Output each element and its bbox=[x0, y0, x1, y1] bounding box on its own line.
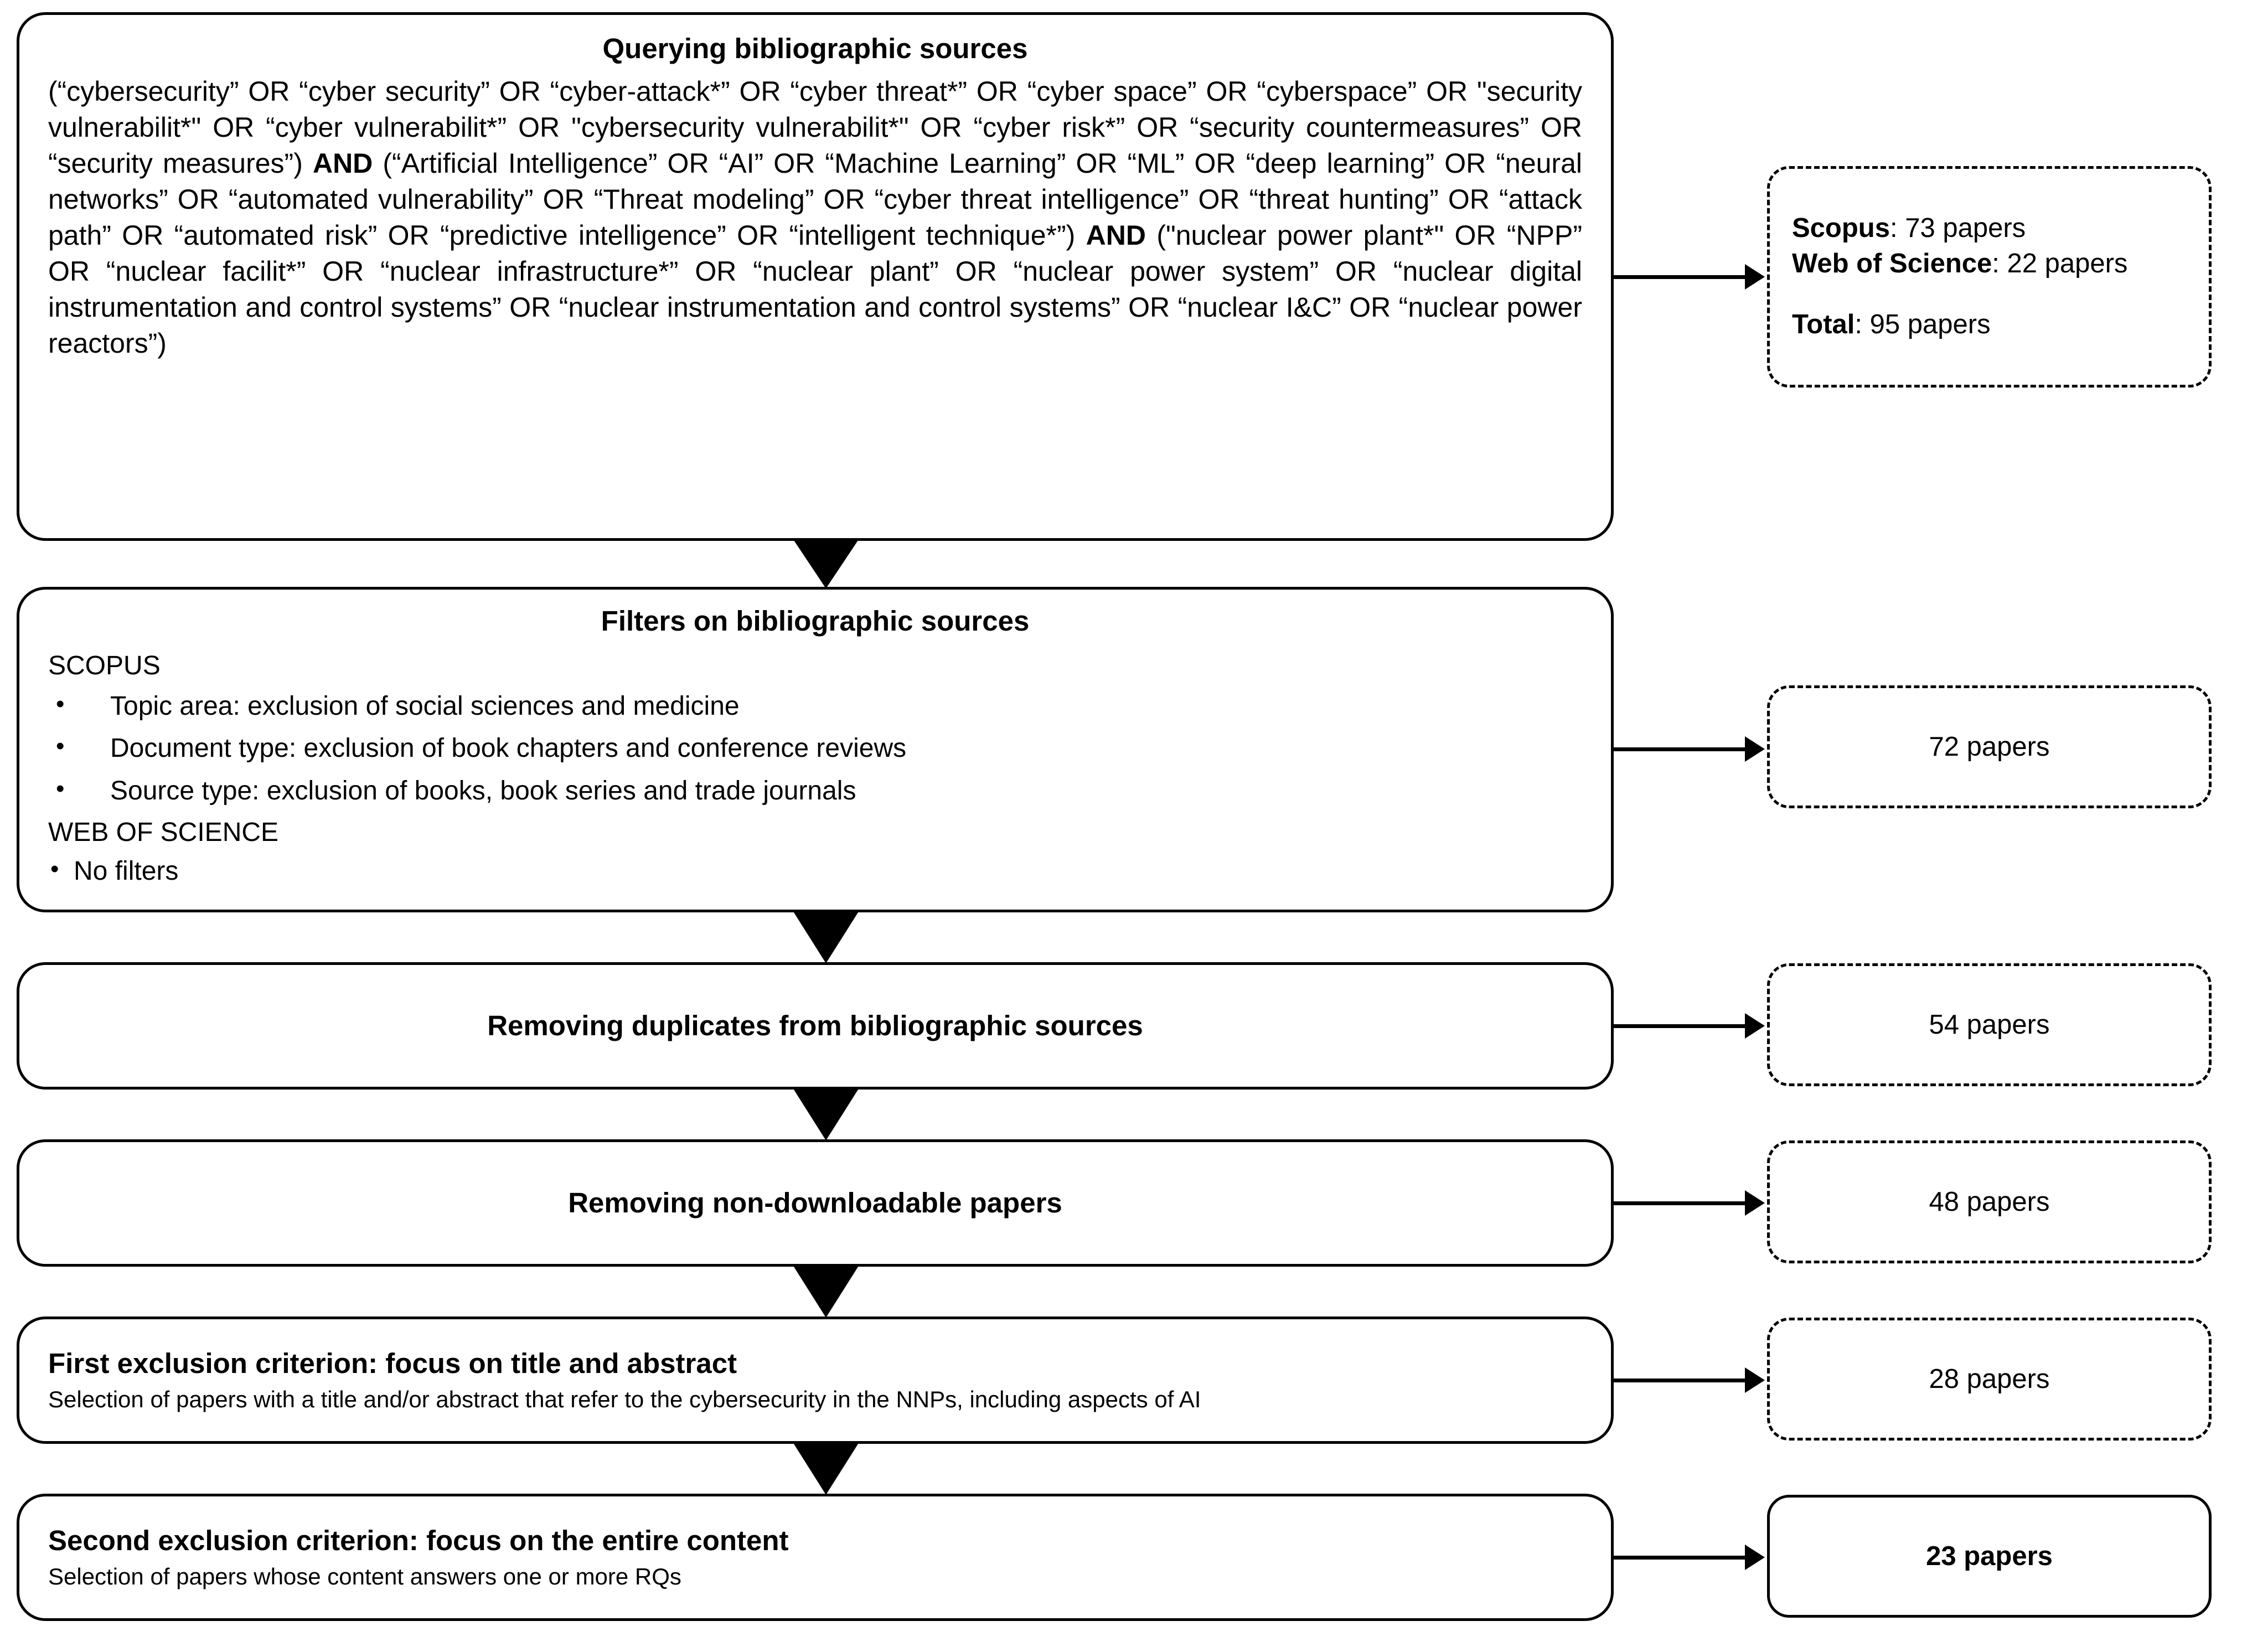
arrow-line-non-downloadable-result bbox=[1614, 1201, 1747, 1205]
result-count-duplicates: 54 papers bbox=[1929, 1009, 2050, 1040]
result-box-duplicates: 54 papers bbox=[1767, 963, 2212, 1086]
process-box-query: Querying bibliographic sources (“cyberse… bbox=[17, 12, 1614, 541]
process-title-duplicates: Removing duplicates from bibliographic s… bbox=[487, 1009, 1143, 1041]
query-part-1: (“cybersecurity” OR “cyber security” OR … bbox=[48, 76, 1582, 179]
process-box-first-exclusion: First exclusion criterion: focus on titl… bbox=[17, 1317, 1614, 1444]
process-box-filters: Filters on bibliographic sources SCOPUS … bbox=[17, 587, 1614, 912]
query-part-3: ("nuclear power plant*" OR “NPP” OR “nuc… bbox=[48, 220, 1582, 359]
list-item: Source type: exclusion of books, book se… bbox=[48, 773, 1582, 808]
result-box-non-downloadable: 48 papers bbox=[1767, 1140, 2212, 1263]
result-line-web-of-science: Web of Science: 22 papers bbox=[1792, 246, 2127, 282]
result-count-filters: 72 papers bbox=[1929, 731, 2050, 762]
connector-query-to-filters bbox=[793, 539, 859, 588]
scopus-filter-list: Topic area: exclusion of social sciences… bbox=[48, 688, 1582, 808]
query-operator-and-2: AND bbox=[1086, 220, 1146, 251]
list-item: No filters bbox=[48, 853, 1582, 889]
result-count-first-exclusion: 28 papers bbox=[1929, 1364, 2050, 1394]
result-box-query: Scopus: 73 papers Web of Science: 22 pap… bbox=[1767, 166, 2212, 388]
arrow-line-filters-result bbox=[1614, 747, 1747, 751]
process-title-second-exclusion: Second exclusion criterion: focus on the… bbox=[48, 1524, 789, 1556]
wos-filter-list: No filters bbox=[48, 853, 1582, 889]
connector-first-exclusion-to-second-exclusion bbox=[793, 1442, 859, 1495]
connector-non-downloadable-to-first-exclusion bbox=[793, 1265, 859, 1318]
result-label-scopus: Scopus bbox=[1792, 213, 1890, 244]
list-item: Topic area: exclusion of social sciences… bbox=[48, 688, 1582, 724]
result-line-scopus: Scopus: 73 papers bbox=[1792, 211, 2026, 246]
result-value-total: : 95 papers bbox=[1855, 309, 1991, 339]
wos-heading: WEB OF SCIENCE bbox=[48, 817, 279, 847]
arrow-head-non-downloadable-result bbox=[1745, 1190, 1765, 1216]
list-item: Document type: exclusion of book chapter… bbox=[48, 730, 1582, 766]
process-title-query: Querying bibliographic sources bbox=[602, 33, 1028, 64]
process-title-first-exclusion: First exclusion criterion: focus on titl… bbox=[48, 1347, 737, 1379]
arrow-head-query-result bbox=[1745, 264, 1765, 290]
process-title-filters: Filters on bibliographic sources bbox=[601, 605, 1030, 637]
process-subtitle-first-exclusion: Selection of papers with a title and/or … bbox=[48, 1386, 1201, 1412]
result-box-second-exclusion: 23 papers bbox=[1767, 1495, 2212, 1618]
connector-duplicates-to-non-downloadable bbox=[793, 1088, 859, 1140]
connector-filters-to-duplicates bbox=[793, 911, 859, 963]
process-title-non-downloadable: Removing non-downloadable papers bbox=[568, 1186, 1062, 1219]
arrow-head-second-exclusion-result bbox=[1745, 1545, 1765, 1570]
process-box-second-exclusion: Second exclusion criterion: focus on the… bbox=[17, 1494, 1614, 1621]
arrow-line-first-exclusion-result bbox=[1614, 1379, 1747, 1382]
result-value-scopus: : 73 papers bbox=[1889, 213, 2026, 244]
result-box-first-exclusion: 28 papers bbox=[1767, 1318, 2212, 1441]
process-box-non-downloadable: Removing non-downloadable papers bbox=[17, 1139, 1614, 1267]
process-box-duplicates: Removing duplicates from bibliographic s… bbox=[17, 962, 1614, 1090]
result-label-web-of-science: Web of Science bbox=[1792, 249, 1992, 279]
result-label-total: Total bbox=[1792, 309, 1855, 339]
query-part-2: (“Artificial Intelligence” OR “AI” OR “M… bbox=[48, 148, 1583, 251]
query-string: (“cybersecurity” OR “cyber security” OR … bbox=[48, 74, 1582, 362]
result-value-web-of-science: : 22 papers bbox=[1992, 249, 2128, 279]
arrow-line-second-exclusion-result bbox=[1614, 1556, 1747, 1560]
arrow-line-duplicates-result bbox=[1614, 1024, 1747, 1028]
result-count-non-downloadable: 48 papers bbox=[1929, 1186, 2050, 1217]
scopus-heading: SCOPUS bbox=[48, 651, 161, 681]
process-subtitle-second-exclusion: Selection of papers whose content answer… bbox=[48, 1563, 681, 1589]
result-box-filters: 72 papers bbox=[1767, 685, 2212, 808]
arrow-head-duplicates-result bbox=[1745, 1013, 1765, 1039]
result-count-second-exclusion: 23 papers bbox=[1926, 1541, 2053, 1571]
arrow-line-query-result bbox=[1614, 275, 1747, 279]
query-operator-and-1: AND bbox=[312, 148, 373, 179]
arrow-head-first-exclusion-result bbox=[1745, 1367, 1765, 1393]
result-line-total: Total: 95 papers bbox=[1792, 307, 1991, 343]
arrow-head-filters-result bbox=[1745, 736, 1765, 762]
